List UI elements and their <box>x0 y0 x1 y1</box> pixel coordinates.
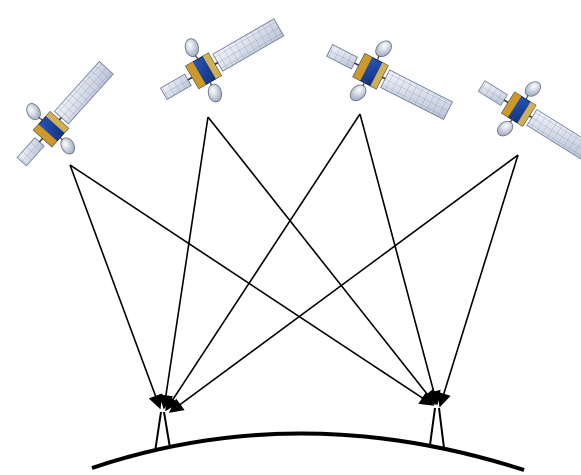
signal-line-1-left <box>70 165 160 408</box>
signal-line-4-right <box>440 155 518 406</box>
signal-line-3-left <box>166 114 360 410</box>
signal-line-2-right <box>208 117 435 404</box>
signal-lines <box>70 114 518 412</box>
satellite-3 <box>313 10 459 156</box>
satellite-4 <box>465 50 581 192</box>
receiver-right <box>430 408 444 448</box>
satellite-1 <box>0 56 138 180</box>
signal-line-3-right <box>360 114 437 404</box>
signal-line-4-left <box>170 155 518 412</box>
satellite-2 <box>149 14 296 113</box>
signal-line-1-right <box>70 165 433 405</box>
signal-line-2-left <box>164 117 208 408</box>
